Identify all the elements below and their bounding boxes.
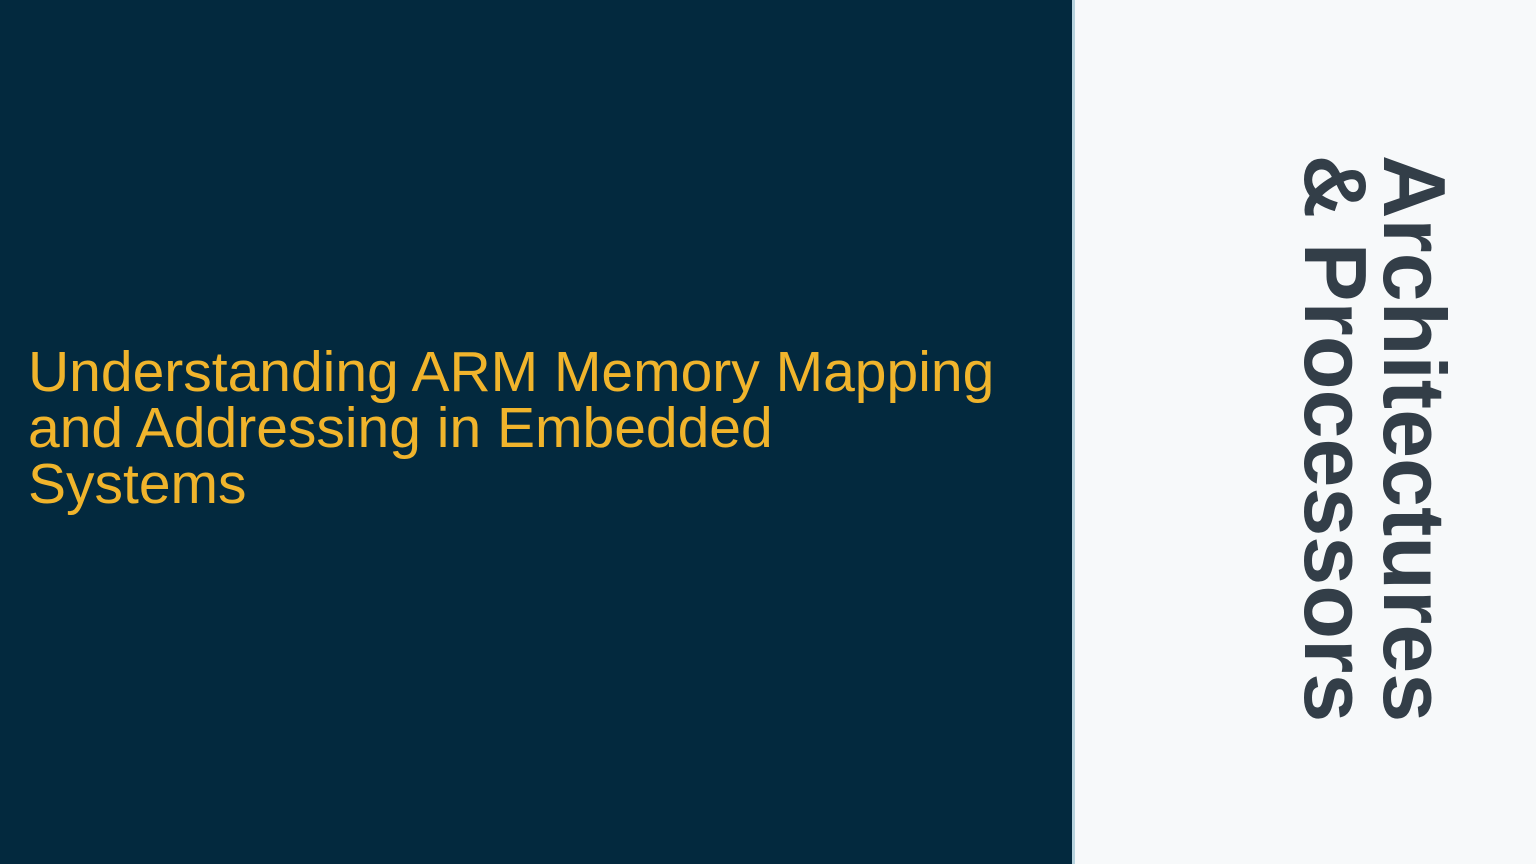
side-panel: Architectures & Processors [1075,0,1536,864]
slide-title-line-3: Systems [28,452,247,516]
side-label-line-1: Architectures [1365,154,1465,722]
panel-divider [1072,0,1075,864]
slide-body: Understanding ARM Memory Mapping and Add… [0,0,1072,864]
slide-title-line-1: Understanding ARM Memory Mapping [28,340,995,404]
side-label-line-2: & Processors [1286,154,1385,722]
slide-title: Understanding ARM Memory Mapping and Add… [28,340,1058,516]
side-label-vertical: Architectures & Processors [1286,122,1465,722]
slide-title-line-2: and Addressing in Embedded [28,396,773,460]
